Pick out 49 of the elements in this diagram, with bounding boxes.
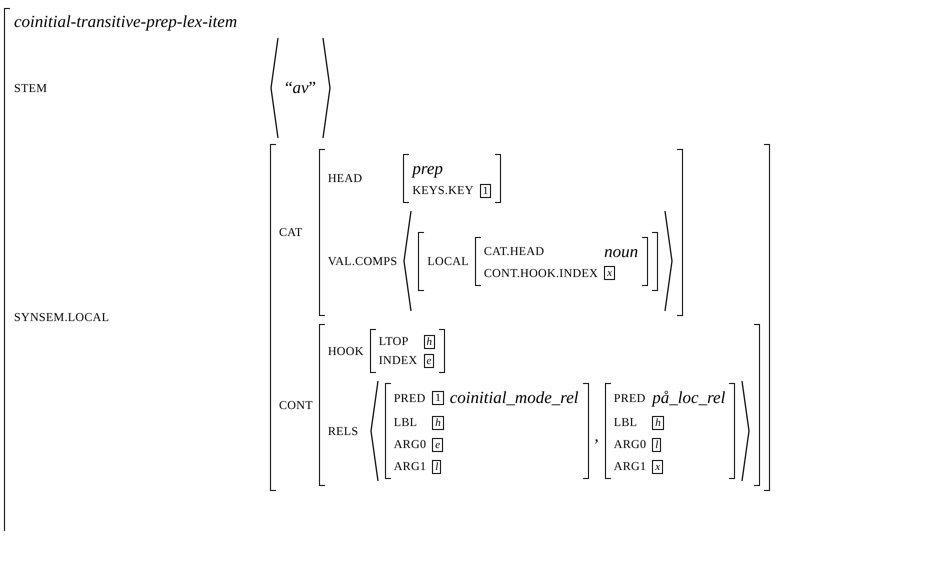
- type-label: noun: [604, 242, 638, 262]
- feature-name: KEYS.KEY: [412, 183, 474, 198]
- coindex-tag: x: [604, 266, 615, 280]
- attribute-value-matrix: [318, 324, 760, 486]
- attribute-value-matrix: [403, 154, 502, 203]
- feature-name: STEM: [14, 80, 48, 96]
- type-label: prep: [412, 159, 443, 179]
- coindex-tag: h: [432, 416, 444, 430]
- attribute-value-matrix: [474, 236, 648, 286]
- feature-name: CAT: [278, 225, 303, 240]
- feature-name: HOOK: [328, 344, 364, 358]
- attribute-value-matrix: [384, 383, 588, 479]
- coindex-tag: l: [432, 460, 442, 474]
- list-comma: ,: [594, 425, 599, 446]
- feature-name: LBL: [614, 415, 638, 430]
- coindex-tag: e: [432, 438, 444, 452]
- feature-name: HEAD: [328, 171, 362, 186]
- attribute-value-matrix: [370, 329, 446, 373]
- type-label: på_loc_rel: [652, 388, 726, 408]
- string-value: “av”: [284, 78, 316, 98]
- type-label: coinitial_mode_rel: [450, 388, 578, 408]
- attribute-value-matrix: [418, 232, 658, 290]
- coindex-tag: 1: [480, 184, 492, 198]
- feature-name: PRED: [394, 390, 426, 406]
- coindex-tag: l: [652, 438, 662, 452]
- attribute-value-matrix: [604, 383, 736, 479]
- attribute-value-matrix: [270, 144, 770, 491]
- feature-name: RELS: [328, 424, 358, 438]
- feature-name: PRED: [614, 390, 646, 406]
- attribute-value-matrix: [318, 149, 684, 316]
- feature-name: SYNSEM.LOCAL: [14, 310, 110, 325]
- feature-name: CONT.HOOK.INDEX: [484, 266, 598, 280]
- feature-name: VAL.COMPS: [328, 254, 398, 268]
- feature-name: CAT.HEAD: [484, 244, 544, 259]
- feature-name: INDEX: [378, 353, 418, 368]
- coindex-tag: h: [652, 416, 664, 430]
- feature-name: ARG1: [394, 459, 426, 474]
- feature-name: ARG0: [394, 437, 426, 452]
- coindex-tag: x: [652, 460, 664, 474]
- feature-name: ARG0: [614, 437, 646, 452]
- coindex-tag: 1: [432, 391, 444, 405]
- feature-name: LOCAL: [427, 254, 469, 268]
- coindex-tag: h: [424, 334, 436, 348]
- feature-name: ARG1: [614, 459, 646, 474]
- type-label: coinitial-transitive-prep-lex-item: [14, 12, 238, 32]
- feature-name: LBL: [394, 415, 418, 430]
- coindex-tag: e: [424, 354, 434, 368]
- feature-name: CONT: [278, 398, 313, 412]
- feature-name: LTOP: [378, 334, 409, 349]
